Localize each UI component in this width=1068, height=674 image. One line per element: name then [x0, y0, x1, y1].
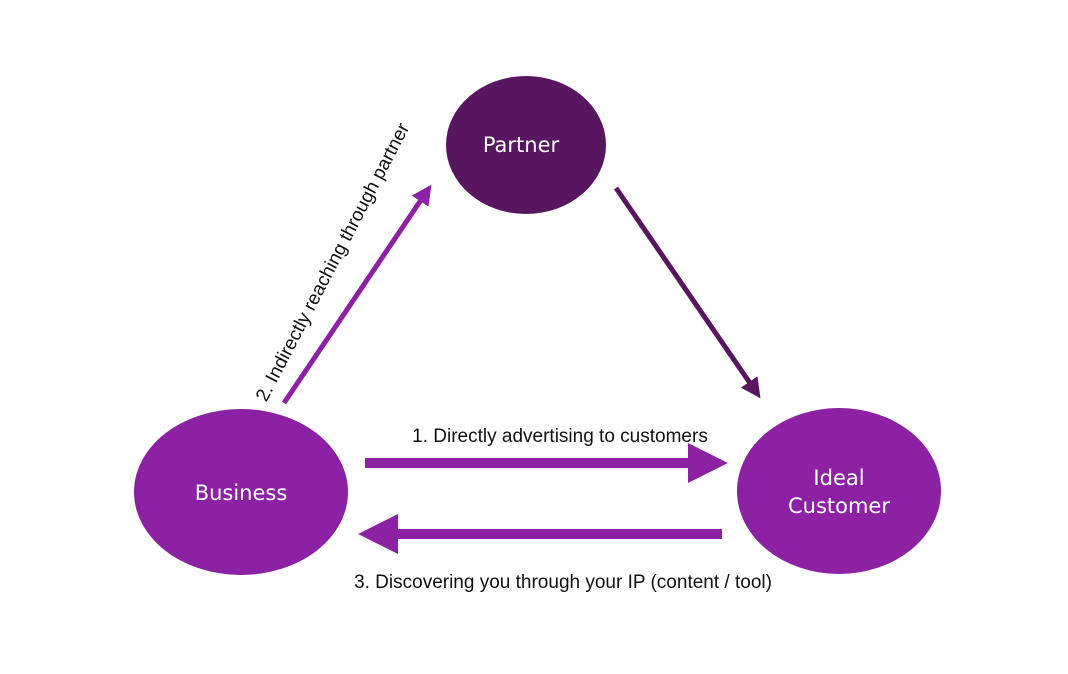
partner-label: Partner [483, 133, 560, 157]
business-node [134, 409, 348, 575]
business-label: Business [195, 481, 288, 505]
arrow-partner-to-customer [613, 186, 761, 399]
direct-advertising-label: 1. Directly advertising to customers [412, 426, 708, 447]
discovering-label: 3. Discovering you through your IP (cont… [354, 572, 772, 593]
customer-node [737, 408, 941, 574]
arrow-business-to-partner [281, 184, 432, 405]
partner-node [446, 76, 606, 214]
indirect-reaching-label: 2. Indirectly reaching through partner [252, 119, 414, 405]
customer-label-line1: Ideal [813, 466, 864, 490]
customer-label-line2: Customer [788, 494, 890, 518]
